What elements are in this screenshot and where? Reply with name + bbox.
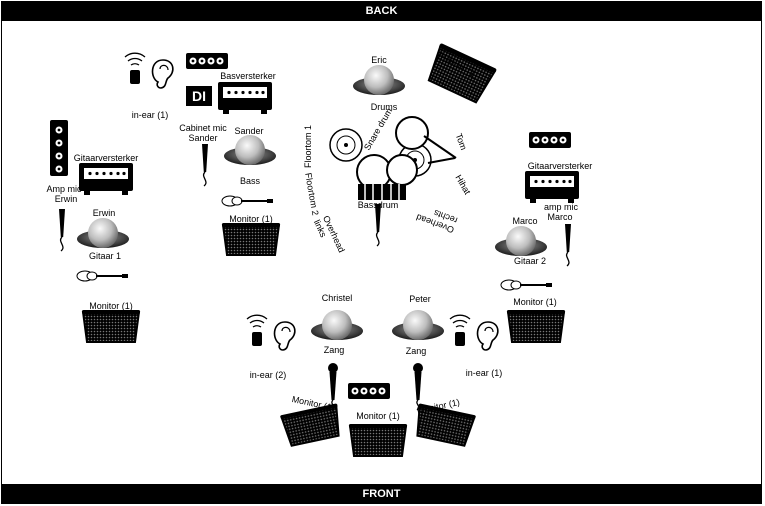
label-in-ear-1: in-ear (1) bbox=[131, 110, 169, 120]
hihat-stick bbox=[427, 157, 456, 164]
floortom-2-drum bbox=[386, 154, 418, 186]
label-bass: Bass bbox=[239, 176, 261, 186]
musician-christel bbox=[311, 310, 363, 340]
amp-mic-erwin-icon bbox=[58, 208, 66, 252]
label-in-ear-2: in-ear (2) bbox=[249, 370, 287, 380]
monitor-front-middle bbox=[348, 423, 408, 457]
label-peter: Peter bbox=[409, 294, 431, 304]
musician-marco bbox=[495, 226, 547, 256]
guitar-2-icon bbox=[500, 279, 553, 291]
label-erwin: Erwin bbox=[92, 208, 116, 218]
label-gitaarversterker-left: Gitaarversterker bbox=[73, 153, 139, 163]
label-zang-christel: Zang bbox=[323, 345, 345, 355]
in-ear-peter-icon bbox=[449, 314, 499, 351]
label-cabinet-mic: Cabinet mic bbox=[179, 123, 227, 133]
power-strip-left bbox=[50, 120, 68, 176]
di-box: DI bbox=[186, 86, 212, 106]
bassdrum-mic-icon bbox=[374, 203, 382, 247]
label-zang-peter: Zang bbox=[405, 346, 427, 356]
bass-guitar-icon bbox=[221, 195, 274, 207]
label-sander: Sander bbox=[234, 126, 264, 136]
label-marco: Marco bbox=[512, 216, 538, 226]
label-gitaar-2: Gitaar 2 bbox=[513, 256, 547, 266]
monitor-drums bbox=[427, 43, 497, 104]
svg-text:DI: DI bbox=[192, 88, 206, 104]
label-amp-mic-marco: amp mic bbox=[543, 202, 579, 212]
monitor-bass bbox=[221, 222, 281, 256]
label-bassdrum: Bassdrum bbox=[357, 200, 399, 210]
tom-drum bbox=[395, 116, 429, 150]
musician-sander bbox=[224, 135, 276, 165]
label-monitor-marco: Monitor (1) bbox=[513, 297, 557, 307]
amp-mic-marco-icon bbox=[564, 223, 572, 267]
musician-erwin bbox=[77, 218, 129, 248]
label-basversterker: Basversterker bbox=[220, 71, 276, 81]
musician-peter bbox=[392, 310, 444, 340]
monitor-marco bbox=[506, 309, 566, 343]
power-strip-right bbox=[529, 132, 571, 148]
monitor-front-left bbox=[280, 403, 340, 447]
vocal-mic-peter-icon bbox=[412, 362, 424, 411]
monitor-front-right bbox=[416, 403, 476, 447]
musician-eric bbox=[353, 65, 405, 95]
label-cabinet-mic-sander: Sander bbox=[188, 133, 218, 143]
guitar-1-icon bbox=[76, 270, 129, 282]
in-ear-icon bbox=[124, 52, 174, 89]
back-bar: BACK bbox=[1, 1, 762, 21]
label-gitaar-1: Gitaar 1 bbox=[88, 251, 122, 261]
cabinet-mic-icon bbox=[201, 143, 209, 187]
label-amp-mic-marco-name: Marco bbox=[547, 212, 573, 222]
snare-drum bbox=[356, 154, 392, 190]
label-christel: Christel bbox=[321, 293, 353, 303]
label-in-ear-peter: in-ear (1) bbox=[465, 368, 503, 378]
monitor-erwin bbox=[81, 309, 141, 343]
bass-amp bbox=[218, 82, 272, 114]
in-ear-christel-icon bbox=[246, 314, 296, 351]
floortom-1-cymbal bbox=[329, 128, 363, 162]
power-strip-front bbox=[348, 383, 390, 399]
label-amp-mic-erwin-name: Erwin bbox=[54, 194, 78, 204]
label-drums: Drums bbox=[370, 102, 398, 112]
power-strip-bass bbox=[186, 53, 228, 69]
front-bar: FRONT bbox=[1, 484, 762, 504]
label-monitor-erwin: Monitor (1) bbox=[89, 301, 133, 311]
label-gitaarversterker-right: Gitaarversterker bbox=[527, 161, 593, 171]
label-monitor-bass: Monitor (1) bbox=[229, 214, 273, 224]
label-floortom-1: Floortom 1 bbox=[303, 124, 313, 168]
guitar-amp-left bbox=[79, 163, 133, 195]
guitar-amp-right bbox=[525, 171, 579, 203]
label-amp-mic-erwin: Amp mic bbox=[46, 184, 82, 194]
tom-stick bbox=[423, 135, 457, 159]
label-eric: Eric bbox=[371, 55, 387, 65]
label-monitor-front-middle: Monitor (1) bbox=[356, 411, 400, 421]
